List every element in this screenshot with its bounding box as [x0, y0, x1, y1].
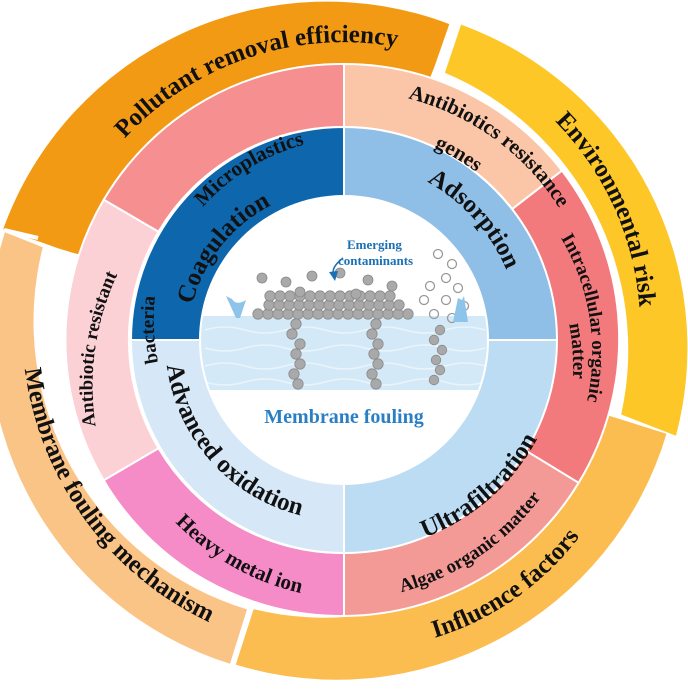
foulant-particle — [393, 299, 405, 311]
foulant-particle — [274, 290, 286, 302]
foulant-particle — [364, 290, 376, 302]
foulant-particle — [370, 378, 382, 390]
foulant-particle — [386, 280, 398, 292]
foulant-particle — [368, 348, 380, 360]
dissolved-particle — [452, 282, 464, 294]
emerging-label-line1: Emerging — [347, 237, 402, 252]
outer-segment-membrane — [0, 232, 247, 664]
foulant-particle — [430, 354, 442, 366]
foulant-particle — [428, 374, 440, 386]
dissolved-particle — [424, 280, 436, 292]
foulant-particle — [434, 364, 446, 376]
foulant-particle — [350, 288, 362, 300]
foulant-particle — [372, 358, 384, 370]
foulant-particle — [434, 324, 446, 336]
foulant-particle — [256, 272, 268, 284]
emerging-arrow-head — [329, 271, 338, 281]
mid-segment-bacteria — [64, 198, 160, 482]
foulant-particle — [370, 318, 382, 330]
foulant-particle — [294, 358, 306, 370]
foulant-particle — [252, 308, 264, 320]
outer-segment-influence — [235, 415, 667, 680]
dissolved-particle — [440, 294, 452, 306]
dissolved-particle — [446, 258, 458, 270]
emerging-label-line2: contaminants — [338, 253, 413, 268]
foulant-particle — [290, 348, 302, 360]
foulant-particle — [428, 334, 440, 346]
dissolved-particle — [418, 294, 430, 306]
mid-label-intracellular-line2: matter — [564, 322, 589, 380]
foulant-particle — [294, 338, 306, 350]
foulant-particle — [280, 276, 292, 288]
foulant-particle — [436, 344, 448, 356]
dissolved-particle — [428, 308, 440, 320]
foulant-particle — [402, 308, 414, 320]
foulant-particle — [306, 270, 318, 282]
center-panel: Emerging contaminants Membrane fouling — [199, 195, 489, 485]
foulant-particle — [288, 368, 300, 380]
foulant-particle — [304, 290, 316, 302]
outer-divider — [3, 228, 39, 240]
foulant-particle — [292, 378, 304, 390]
foulant-particle — [294, 286, 306, 298]
foulant-particle — [362, 274, 374, 286]
foulant-particle — [334, 290, 346, 302]
foulant-particle — [372, 338, 384, 350]
foulant-particle — [324, 290, 336, 302]
foulant-particle — [384, 290, 396, 302]
flow-arrow-right — [453, 296, 468, 322]
flow-arrow-left — [226, 296, 246, 318]
foulant-particle — [286, 328, 298, 340]
dissolved-particle — [432, 248, 444, 260]
outer-segment-environment — [444, 24, 688, 436]
foulant-particle — [374, 290, 386, 302]
foulant-particle — [366, 368, 378, 380]
fouling-particles — [252, 248, 470, 390]
mid-label-bacteria-line2: bacteria — [138, 295, 163, 366]
foulant-particle — [314, 290, 326, 302]
center-title: Membrane fouling — [264, 406, 423, 428]
foulant-particle — [290, 318, 302, 330]
foulant-particle — [284, 290, 296, 302]
dissolved-particle — [440, 272, 452, 284]
foulant-particle — [366, 328, 378, 340]
membrane-texture — [204, 326, 486, 386]
foulant-particle — [264, 290, 276, 302]
